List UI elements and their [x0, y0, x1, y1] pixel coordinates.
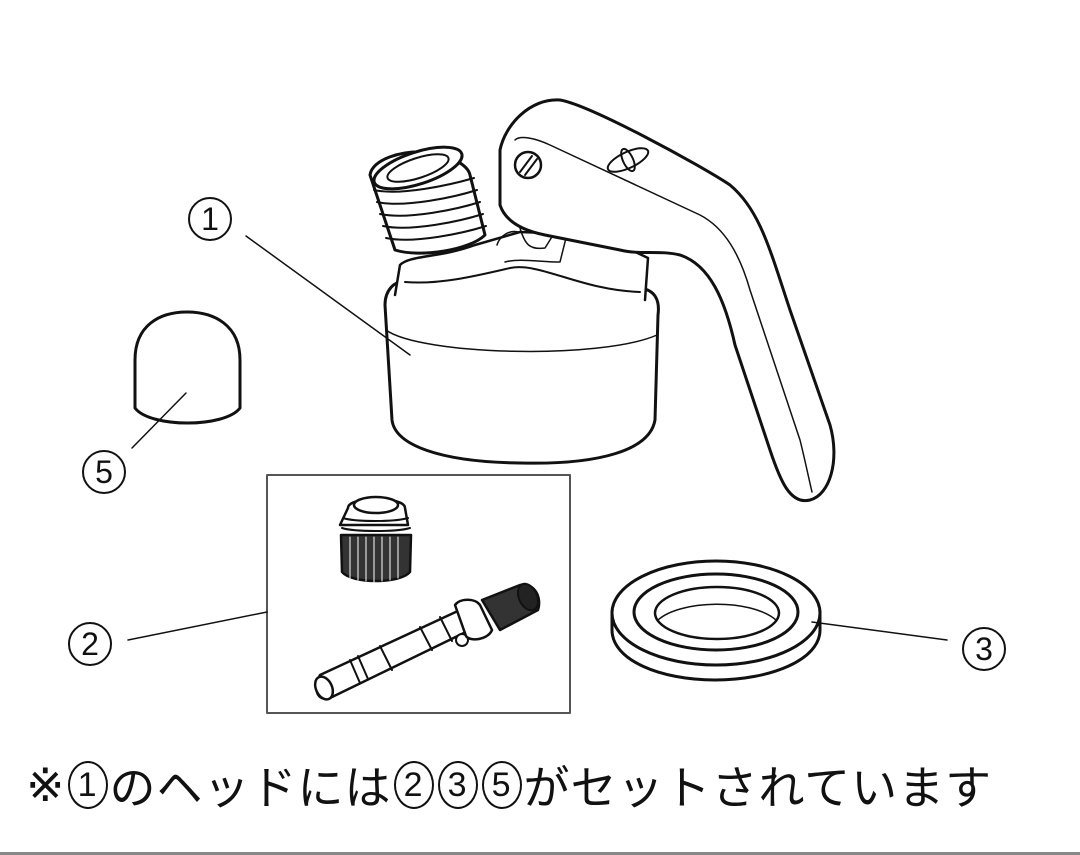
head-illustration: [245, 98, 836, 503]
callout-5: 5: [82, 450, 126, 494]
caption-ref-5: 5: [481, 761, 522, 809]
caption-ref-3: 3: [437, 761, 478, 809]
gasket-ring-illustration: [610, 559, 948, 682]
valve-stem: [313, 582, 541, 701]
caption-ref-1: 1: [67, 761, 108, 809]
screw-icon: [513, 150, 543, 180]
caption-note-mark: ※: [26, 758, 66, 812]
dome-cap-illustration: [131, 310, 242, 449]
threaded-nozzle: [368, 145, 487, 255]
caption-ref-2: 2: [393, 761, 434, 809]
callout-1: 1: [188, 197, 232, 241]
lever: [498, 98, 836, 503]
bottom-rule: [0, 852, 1080, 855]
caption-text-2: がセットされています: [523, 761, 993, 815]
callout-2: 2: [68, 622, 112, 666]
caption: ※ 1 のヘッドには 2 3 5 がセットされています: [26, 752, 992, 818]
caption-text-1: のヘッドには: [109, 761, 392, 815]
knurled-cap: [338, 495, 413, 583]
callout-3: 3: [962, 627, 1006, 671]
parts-box: [127, 474, 571, 714]
